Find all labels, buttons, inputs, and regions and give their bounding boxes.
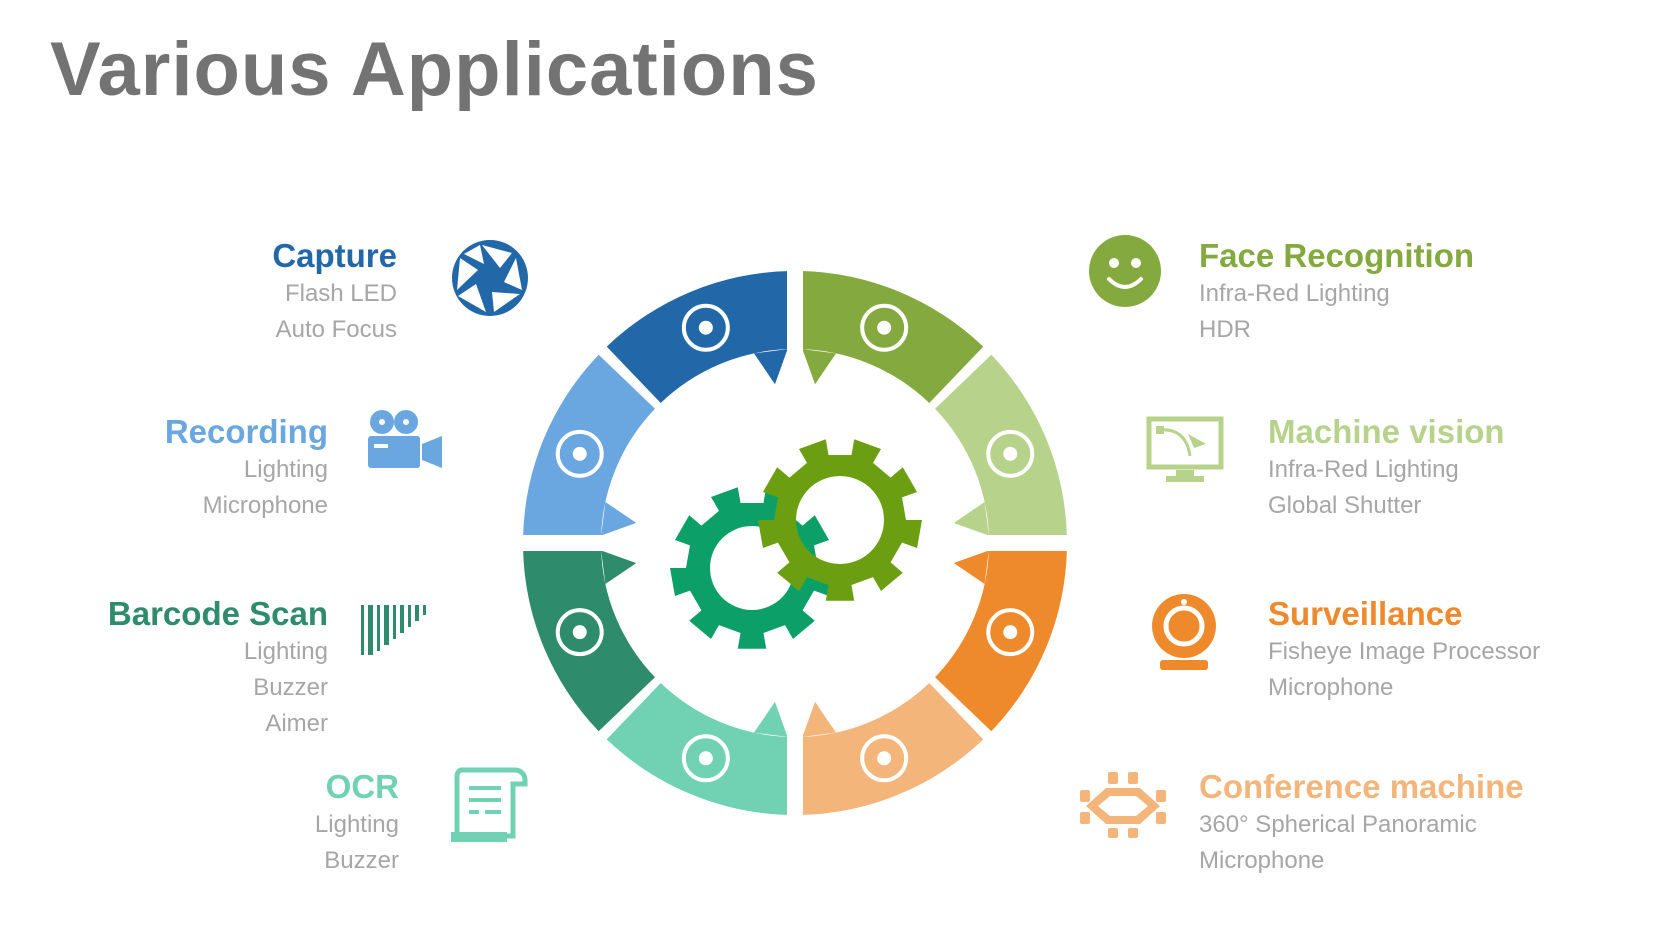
barcode-feature-1: Lighting	[243, 638, 328, 665]
wheel-pointer-ocr	[754, 701, 788, 737]
monitor-curve-icon	[1146, 416, 1224, 482]
recording-feature-2: Microphone	[202, 492, 328, 519]
conference-feature-1: 360° Spherical Panoramic	[1199, 811, 1477, 838]
wheel-segment-ocr	[606, 683, 791, 815]
machine-label-group: Machine vision Infra-Red Lighting Global…	[1268, 412, 1505, 524]
capture-feature-2: Auto Focus	[275, 316, 397, 343]
wheel-segment-machine	[935, 354, 1067, 539]
recording-feature-1: Lighting	[243, 456, 328, 483]
wheel-segment-capture	[606, 271, 791, 403]
machine-feature-2: Global Shutter	[1268, 492, 1422, 519]
wheel-icon-surveillance	[986, 608, 1035, 657]
wheel-segment-barcode	[523, 547, 655, 732]
wheel-icon-face	[860, 303, 909, 352]
barcode-feature-3: Aimer	[265, 710, 328, 737]
face-label-group: Face Recognition Infra-Red Lighting HDR	[1199, 236, 1474, 348]
conference-feature-2: Microphone	[1199, 847, 1325, 874]
face-feature-1: Infra-Red Lighting	[1199, 280, 1390, 307]
surveillance-label-group: Surveillance Fisheye Image Processor Mic…	[1268, 594, 1540, 706]
wheel-pointer-face	[802, 349, 836, 385]
capture-label-group: Capture Flash LED Auto Focus	[272, 236, 397, 348]
capture-feature-1: Flash LED	[284, 280, 397, 307]
surveillance-feature-1: Fisheye Image Processor	[1268, 638, 1541, 665]
face-feature-2: HDR	[1199, 316, 1251, 343]
capture-title: Capture	[272, 237, 397, 274]
wheel-pointer-recording	[601, 502, 637, 536]
ocr-feature-2: Buzzer	[324, 847, 399, 874]
barcode-title: Barcode Scan	[107, 595, 328, 632]
ocr-feature-1: Lighting	[314, 811, 399, 838]
gear-icon	[758, 439, 922, 601]
wheel-icon-conference	[860, 734, 909, 783]
conference-title: Conference machine	[1199, 768, 1524, 805]
wheel-icon-recording	[555, 429, 604, 478]
surveillance-feature-2: Microphone	[1268, 674, 1394, 701]
barcode-icon	[361, 605, 426, 655]
video-camera-icon	[368, 410, 442, 468]
wheel-pointer-capture	[754, 349, 788, 385]
wheel-pointer-conference	[802, 701, 836, 737]
wheel-pointer-barcode	[601, 550, 637, 584]
wheel-pointer-surveillance	[953, 550, 989, 584]
document-scroll-icon	[451, 767, 528, 842]
wheel-icon-ocr	[681, 734, 730, 783]
wheel-segment-face	[799, 271, 984, 403]
page-title: Various Applications	[50, 27, 819, 112]
machine-title: Machine vision	[1268, 413, 1505, 450]
wheel-segment-recording	[523, 354, 655, 539]
ocr-title: OCR	[325, 768, 399, 805]
surveillance-title: Surveillance	[1268, 595, 1463, 632]
machine-feature-1: Infra-Red Lighting	[1268, 456, 1459, 483]
wheel-pointer-machine	[953, 502, 989, 536]
conference-table-icon	[1080, 772, 1166, 838]
barcode-feature-2: Buzzer	[253, 674, 328, 701]
aperture-icon	[452, 240, 528, 316]
wheel-icon-capture	[681, 303, 730, 352]
webcam-icon	[1152, 594, 1216, 670]
recording-title: Recording	[164, 413, 328, 450]
smiley-face-icon	[1089, 235, 1161, 307]
ocr-label-group: OCR Lighting Buzzer	[315, 767, 399, 879]
recording-label-group: Recording Lighting Microphone	[165, 412, 328, 524]
face-title: Face Recognition	[1199, 237, 1475, 274]
wheel-icon-machine	[986, 429, 1035, 478]
wheel-segment-conference	[799, 683, 984, 815]
wheel-icon-barcode	[555, 608, 604, 657]
barcode-label-group: Barcode Scan Lighting Buzzer Aimer	[108, 594, 328, 742]
conference-label-group: Conference machine 360° Spherical Panora…	[1199, 767, 1524, 879]
wheel-segment-surveillance	[935, 547, 1067, 732]
